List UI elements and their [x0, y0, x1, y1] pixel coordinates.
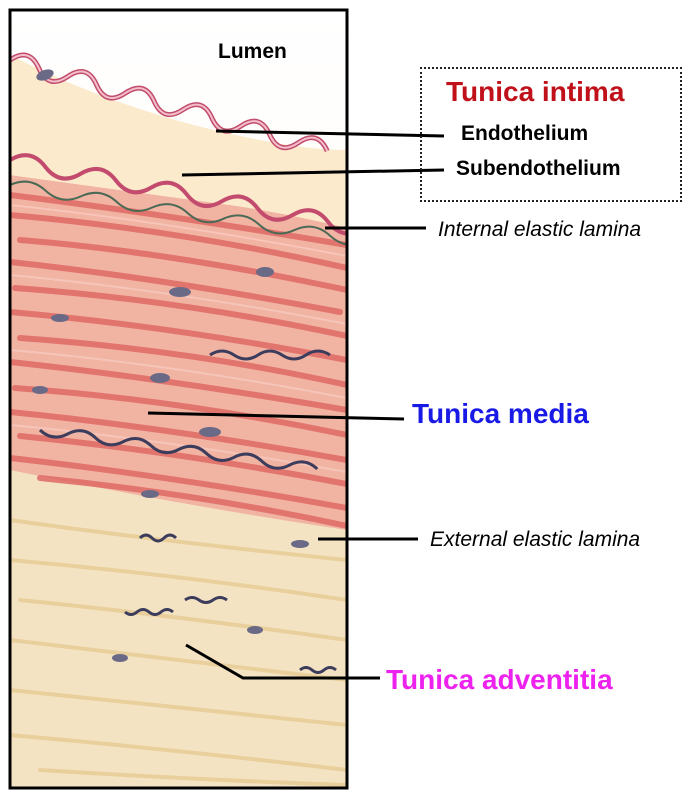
- subendothelium-label: Subendothelium: [456, 157, 621, 181]
- tissue-section: [8, 10, 367, 788]
- internal-elastic-lamina-label: Internal elastic lamina: [438, 218, 641, 242]
- tunica-intima-label: Tunica intima: [446, 76, 624, 108]
- lumen-label: Lumen: [218, 40, 287, 64]
- external-elastic-lamina-label: External elastic lamina: [430, 528, 640, 552]
- tunica-media-label: Tunica media: [412, 398, 589, 430]
- endothelium-label: Endothelium: [461, 122, 588, 146]
- tunica-adventitia-label: Tunica adventitia: [386, 664, 613, 696]
